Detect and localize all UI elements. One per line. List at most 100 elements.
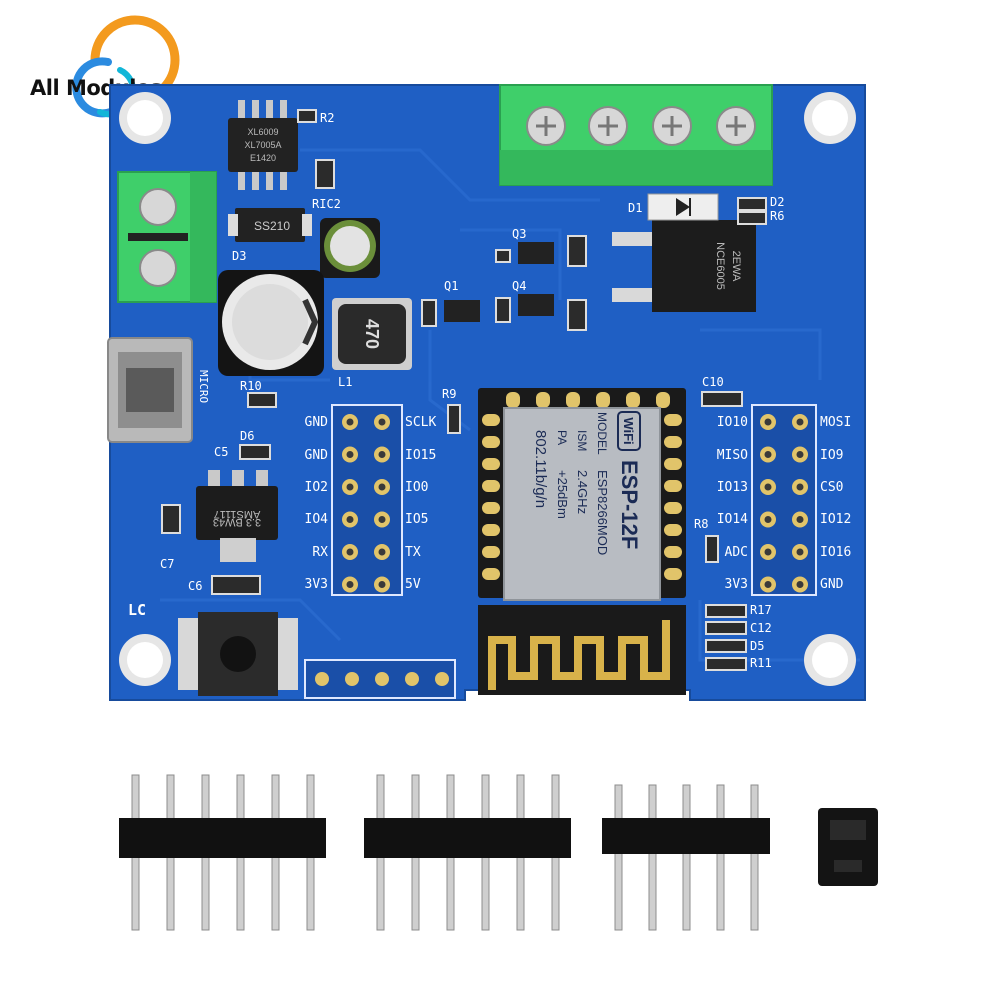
left-header-label: GND xyxy=(305,415,329,430)
right-header-label: GND xyxy=(820,577,844,592)
refdes-label: LC xyxy=(128,601,146,619)
ic-marking: XL6009 xyxy=(247,127,278,137)
refdes-label: D6 xyxy=(240,429,254,443)
diode-d1 xyxy=(647,193,719,221)
module-pad xyxy=(482,502,500,514)
right-header-label: IO16 xyxy=(820,545,851,560)
micro-usb-connector xyxy=(107,337,193,443)
module-pad xyxy=(482,480,500,492)
right-header-label: ADC xyxy=(725,545,748,560)
left-header-label: IO4 xyxy=(305,512,329,527)
reset-button xyxy=(178,612,298,696)
refdes-label: C5 xyxy=(214,445,228,459)
accessories xyxy=(119,774,878,931)
transistor-q3 xyxy=(518,242,554,264)
module-pad xyxy=(482,546,500,558)
pin-header-6 xyxy=(119,774,326,931)
refdes-label: C12 xyxy=(750,621,772,635)
left-header-label: IO2 xyxy=(305,480,328,495)
header-plastic xyxy=(364,818,571,858)
terminal-block-4pin xyxy=(499,84,773,186)
regulator-marking: AMS1117 xyxy=(214,508,261,520)
smd-passives xyxy=(161,109,767,671)
refdes-label: C6 xyxy=(188,579,202,593)
refdes-label: C10 xyxy=(702,375,724,389)
refdes-label: D2 xyxy=(770,195,784,209)
module-pad xyxy=(656,392,670,408)
right-header-label: IO12 xyxy=(820,512,851,527)
pin-header-5 xyxy=(602,784,770,931)
refdes-label: R11 xyxy=(750,656,772,670)
regulator-marking-2: 3.3 BW43 xyxy=(213,516,261,528)
module-pa-label: PA xyxy=(555,430,569,445)
voltage-regulator: AMS1117 3.3 BW43 xyxy=(196,470,278,562)
ic-marking-2: XL7005A xyxy=(244,140,281,150)
right-header-label: CS0 xyxy=(820,480,843,495)
module-standard: 802.11b/g/n xyxy=(532,430,549,508)
mosfet-marking-2: 2EWA xyxy=(730,251,742,282)
bottom-pad-row xyxy=(304,659,456,699)
wifi-logo-icon: WiFi xyxy=(621,417,636,444)
refdes-label: Q1 xyxy=(444,279,458,293)
module-pad xyxy=(664,502,682,514)
refdes-label: R8 xyxy=(694,517,708,531)
refdes-label: R2 xyxy=(320,111,334,125)
ic-marking-3: E1420 xyxy=(250,153,276,163)
module-name: ESP-12F xyxy=(617,460,642,549)
power-mosfet: NCE6005 2EWA xyxy=(612,220,756,312)
refdes-label: R10 xyxy=(240,379,262,393)
refdes-label: D3 xyxy=(232,249,246,263)
module-pad xyxy=(482,568,500,580)
header-plastic xyxy=(602,818,770,854)
mosfet-marking: NCE6005 xyxy=(714,242,726,290)
module-pad xyxy=(664,568,682,580)
refdes-label: Q4 xyxy=(512,279,526,293)
module-pad xyxy=(482,524,500,536)
refdes-label: D1 xyxy=(628,201,642,215)
right-header-label: IO9 xyxy=(820,448,843,463)
module-pad xyxy=(482,436,500,448)
electrolytic-capacitor-large xyxy=(218,270,324,376)
module-pad xyxy=(664,546,682,558)
right-header-label: IO13 xyxy=(717,480,748,495)
refdes-label: Q3 xyxy=(512,227,526,241)
left-header-label: IO15 xyxy=(405,448,436,463)
refdes-label: R9 xyxy=(442,387,456,401)
transistor-q1 xyxy=(444,300,480,322)
transistor-q4 xyxy=(518,294,554,316)
header-pin xyxy=(682,784,691,931)
left-header-label: IO5 xyxy=(405,512,428,527)
left-header-label: RX xyxy=(312,545,328,560)
module-pad xyxy=(482,458,500,470)
module-pad xyxy=(506,392,520,408)
inductor-marking: 470 xyxy=(362,319,382,349)
esp-12f-module: WiFi ESP-12F MODEL ESP8266MOD ISM 2.4GHz… xyxy=(478,388,686,695)
left-header-label: 5V xyxy=(405,577,421,592)
right-header-label: MOSI xyxy=(820,415,851,430)
refdes-label: RIC2 xyxy=(312,197,341,211)
boost-converter-ic: XL6009 XL7005A E1420 xyxy=(228,100,298,190)
left-header-label: IO0 xyxy=(405,480,428,495)
right-header-label: MISO xyxy=(717,448,748,463)
left-header-label: 3V3 xyxy=(305,577,328,592)
electrolytic-capacitor-small xyxy=(320,218,380,278)
module-model-label: MODEL xyxy=(595,412,609,455)
module-pad xyxy=(664,480,682,492)
module-pad xyxy=(566,392,580,408)
right-pin-header xyxy=(751,404,817,596)
module-pad xyxy=(664,436,682,448)
header-pin xyxy=(716,784,725,931)
pin-header-6 xyxy=(364,774,571,931)
terminal-block-2pin xyxy=(117,171,217,303)
schottky-diode: SS210 xyxy=(228,208,312,242)
left-header-label: GND xyxy=(305,448,329,463)
module-pad xyxy=(664,458,682,470)
left-pin-header xyxy=(331,404,403,596)
header-pin xyxy=(750,784,759,931)
module-pad xyxy=(536,392,550,408)
module-pad xyxy=(596,392,610,408)
right-header-label: IO10 xyxy=(717,415,748,430)
module-pad xyxy=(664,524,682,536)
right-header-label: 3V3 xyxy=(725,577,748,592)
